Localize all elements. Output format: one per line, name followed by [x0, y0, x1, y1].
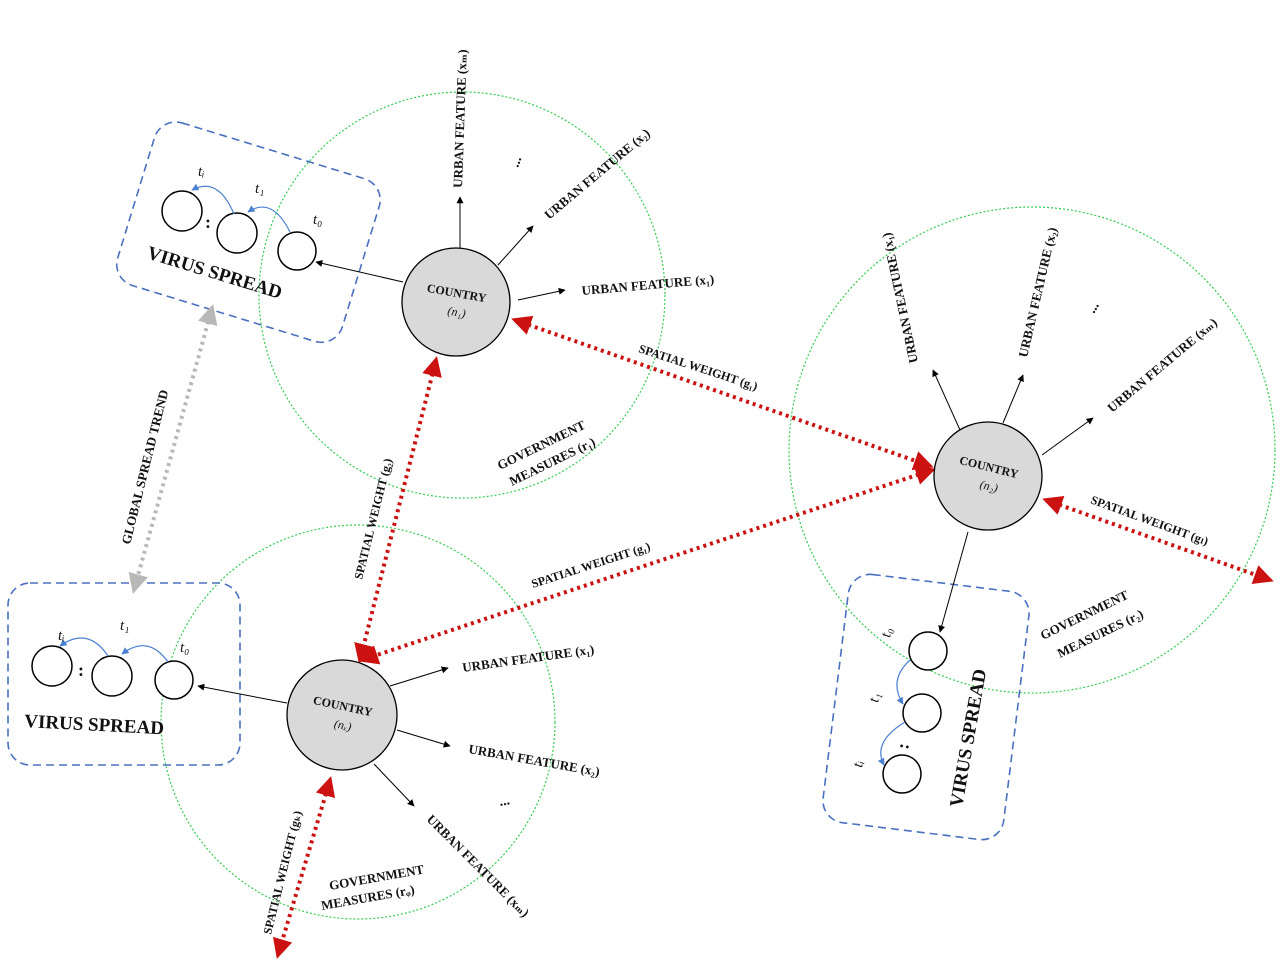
temporal-arrow	[59, 637, 109, 657]
virus-spread-right: t₀ t₁ tᵢ : VIRUS SPREAD	[850, 627, 991, 809]
temporal-arrow	[247, 205, 291, 233]
temporal-arrow	[121, 645, 169, 663]
time-label-ti: tᵢ	[198, 164, 205, 180]
feature-label-n2-xm: URBAN FEATURE (xₘ)	[1104, 315, 1220, 416]
time-node	[154, 660, 194, 700]
feature-label-n1-x2: URBAN FEATURE (x₂)	[541, 125, 652, 222]
time-node	[31, 645, 73, 687]
feature-arrow-n1-x1	[517, 287, 566, 301]
virus-arrow-nz	[197, 683, 288, 704]
time-node	[277, 231, 317, 271]
spatial-weight-arrow-gk	[272, 776, 336, 959]
feature-arrow-n2-xm	[1041, 417, 1094, 456]
time-label-t0: t₀	[313, 212, 322, 228]
feature-arrow-n2-x2	[1002, 374, 1024, 424]
time-label-t1: t₁	[255, 181, 264, 197]
time-label-t0: t₀	[878, 627, 895, 639]
feature-arrow-nz-x1	[389, 666, 449, 687]
temporal-arrow	[191, 183, 235, 215]
feature-ellipsis-nz: ...	[498, 793, 511, 810]
temporal-arrow	[896, 659, 911, 705]
country-node-n1: COUNTRY (n₁)	[401, 247, 511, 357]
time-label-t0: t₀	[180, 640, 189, 656]
virus-arrow-n2	[938, 531, 969, 633]
spatial-weight-arrow-g1-bottom	[358, 465, 936, 665]
feature-arrow-nz-x2	[396, 729, 451, 748]
feature-label-n1-xm: URBAN FEATURE (xₘ)	[450, 49, 470, 188]
feature-label-n1-x1: URBAN FEATURE (x₁)	[581, 271, 715, 298]
spatial-weight-arrow-g1-top	[511, 315, 934, 471]
spatial-weight-arrow-gl	[1042, 495, 1274, 585]
temporal-arrow	[877, 721, 906, 766]
time-node	[216, 212, 258, 254]
feature-arrow-nz-xm	[373, 763, 415, 807]
time-ellipsis: :	[78, 660, 84, 680]
country-sub-n1: (n₁)	[447, 304, 467, 321]
time-ellipsis: :	[892, 741, 913, 750]
virus-box-bottom-left	[7, 582, 241, 766]
country-sub-n2: (n₂)	[978, 477, 999, 495]
time-node	[902, 693, 942, 733]
virus-spread-bottom-left: t₀ t₁ tᵢ : VIRUS SPREAD	[24, 618, 194, 739]
spatial-weight-label-gk: SPATIAL WEIGHT (gₖ)	[260, 809, 304, 935]
time-label-t1: t₁	[120, 618, 129, 634]
virus-spread-title-right: VIRUS SPREAD	[946, 667, 991, 808]
time-node	[908, 631, 948, 671]
feature-ellipsis-n1: ...	[508, 154, 526, 169]
feature-arrow-n2-x1	[932, 369, 961, 431]
feature-label-n2-x1: URBAN FEATURE (x₁)	[879, 231, 921, 364]
virus-arrow-n1	[315, 260, 404, 283]
virus-box-right	[822, 573, 1030, 841]
cluster-circle-n2	[788, 206, 1276, 694]
virus-spread-top: t₀ t₁ tᵢ : VIRUS SPREAD	[145, 164, 323, 304]
global-spread-trend-label: GLOBAL SPREAD TREND	[118, 388, 171, 546]
country-sub-nz: (nₓ)	[333, 716, 353, 733]
spatial-weight-label-g2: SPATIAL WEIGHT (g₂)	[351, 457, 395, 581]
time-ellipsis: :	[205, 212, 211, 232]
time-label-ti: tᵢ	[58, 628, 65, 644]
feature-label-n2-x2: URBAN FEATURE (x₂)	[1015, 226, 1060, 359]
virus-box-top	[115, 121, 382, 344]
feature-label-nz-x1: URBAN FEATURE (x₁)	[461, 642, 595, 675]
feature-ellipsis-n2: ...	[1084, 299, 1102, 316]
time-node	[882, 754, 922, 794]
cluster-circle-n1	[258, 91, 666, 499]
cluster-circle-nz	[160, 524, 556, 920]
time-node	[91, 655, 133, 697]
feature-arrow-n1-x2	[497, 225, 534, 266]
time-label-ti: tᵢ	[850, 759, 867, 768]
country-node-nz: COUNTRY (nₓ)	[286, 659, 398, 771]
time-label-t1: t₁	[866, 692, 883, 704]
time-node	[161, 190, 203, 232]
feature-label-nz-xm: URBAN FEATURE (xₘ)	[424, 812, 533, 921]
virus-spread-title-bottom: VIRUS SPREAD	[24, 711, 165, 739]
feature-label-nz-x2: URBAN FEATURE (x₂)	[467, 741, 601, 779]
country-node-n2: COUNTRY (n₂)	[933, 421, 1043, 531]
